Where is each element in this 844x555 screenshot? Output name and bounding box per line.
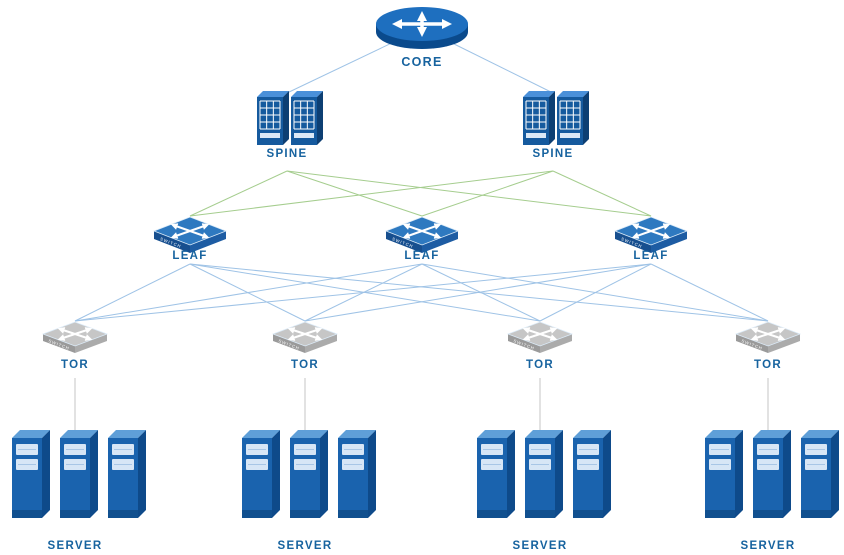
edge-leaf2-tor1 <box>74 263 423 322</box>
core-label: CORE <box>401 55 442 69</box>
servers2-label: SERVER <box>278 540 333 552</box>
spine1-icon <box>257 91 323 145</box>
leaf2-icon: SWITCH <box>384 216 460 253</box>
edge-leaf3-tor4 <box>650 263 769 322</box>
tor2-label: TOR <box>291 359 319 371</box>
spine2-label: SPINE <box>532 148 573 160</box>
edge-spine1-leaf2 <box>286 170 423 217</box>
spine2-icon <box>523 91 589 145</box>
edge-spine1-leaf1 <box>189 170 288 217</box>
edge-spine2-leaf3 <box>552 170 652 217</box>
leaf1-label: LEAF <box>172 250 207 262</box>
tor3-label: TOR <box>526 359 554 371</box>
leaf3-label: LEAF <box>633 250 668 262</box>
nodes-layer: SWITCH SWITCH SWITCH SWITCH SWITCH SWITCH SWIT… <box>12 7 839 518</box>
servers4-label: SERVER <box>741 540 796 552</box>
edge-spine1-leaf3 <box>286 170 652 217</box>
edge-leaf3-tor1 <box>74 263 652 322</box>
spine1-label: SPINE <box>266 148 307 160</box>
tor3-icon: SWITCH <box>506 321 574 353</box>
tor2-icon: SWITCH <box>271 321 339 353</box>
tor1-icon: SWITCH <box>41 321 109 353</box>
edge-leaf3-tor3 <box>539 263 652 322</box>
servers1-icon <box>12 430 146 518</box>
labels-layer: CORE SPINE SPINE LEAF LEAF LEAF TOR TOR TOR TOR SE… <box>48 55 796 552</box>
tor4-icon: SWITCH <box>734 321 802 353</box>
leaf2-label: LEAF <box>404 250 439 262</box>
leaf3-icon: SWITCH <box>613 216 689 253</box>
edge-spine2-leaf1 <box>189 170 554 217</box>
tor1-label: TOR <box>61 359 89 371</box>
edge-spine2-leaf2 <box>421 170 554 217</box>
servers2-icon <box>242 430 376 518</box>
leaf1-icon: SWITCH <box>152 216 228 253</box>
edge-core-spine2 <box>445 39 554 94</box>
servers4-icon <box>705 430 839 518</box>
tor4-label: TOR <box>754 359 782 371</box>
servers1-label: SERVER <box>48 540 103 552</box>
edges-layer <box>74 39 769 431</box>
edge-leaf3-tor2 <box>304 263 652 322</box>
core-icon <box>376 7 468 49</box>
edge-core-spine1 <box>286 39 399 94</box>
edge-leaf1-tor1 <box>74 263 191 322</box>
servers3-icon <box>477 430 611 518</box>
servers3-label: SERVER <box>513 540 568 552</box>
